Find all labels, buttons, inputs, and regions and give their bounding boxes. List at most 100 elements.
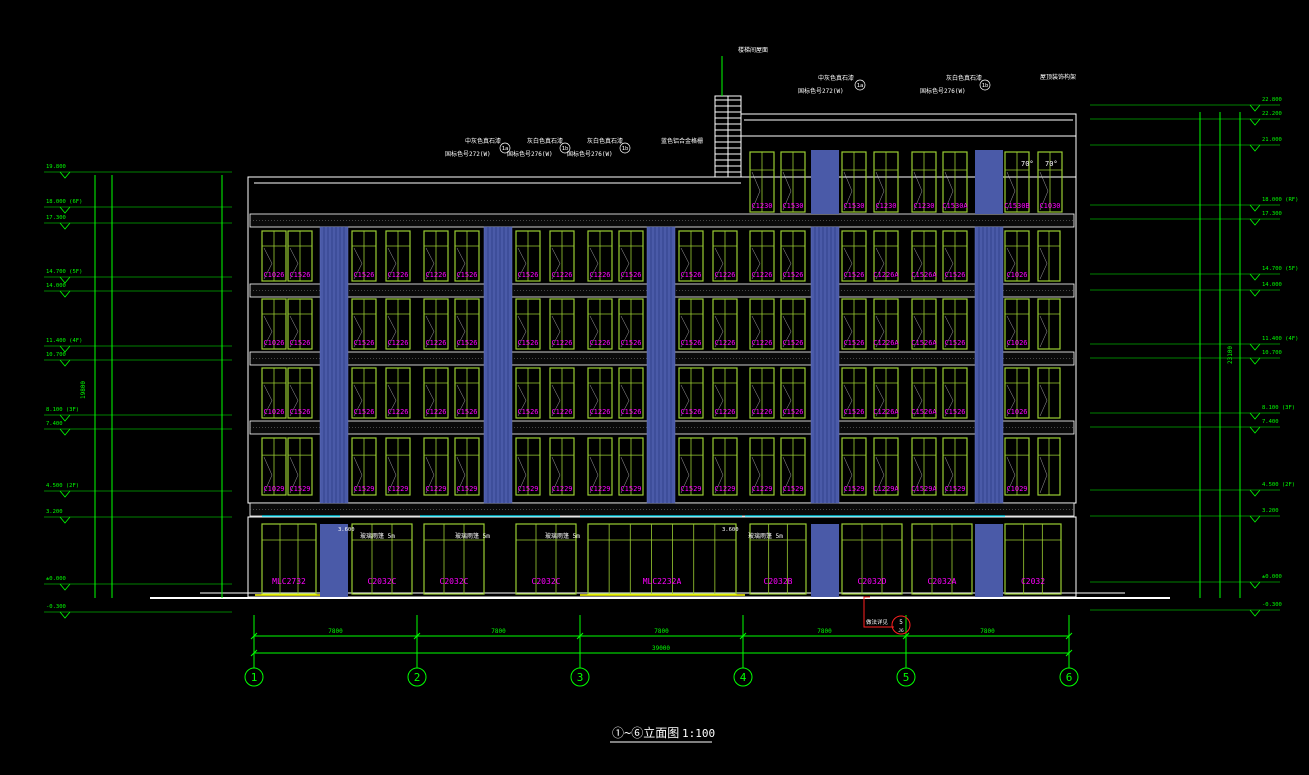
window-tag: C1526 bbox=[944, 339, 965, 347]
window: C1026 bbox=[261, 230, 287, 282]
right-elevation-label: 3.200 bbox=[1262, 508, 1279, 514]
window-tag: C1226 bbox=[551, 408, 572, 416]
window: C1526 bbox=[454, 367, 480, 419]
window: C1526 bbox=[942, 298, 968, 350]
window-opening-mark bbox=[1006, 315, 1016, 348]
window-opening-mark bbox=[680, 457, 690, 494]
window-tag: C1526 bbox=[456, 271, 477, 279]
window-opening-mark bbox=[289, 457, 299, 494]
detail-tag-text: 1b bbox=[562, 146, 569, 152]
window-tag: C1026 bbox=[263, 408, 284, 416]
window-tag: C1226 bbox=[551, 271, 572, 279]
window: C1526 bbox=[780, 298, 806, 350]
window-tag: C1226 bbox=[751, 408, 772, 416]
grille-column bbox=[646, 226, 676, 504]
storefront: C2032A bbox=[911, 523, 973, 595]
window-opening-mark bbox=[517, 384, 527, 417]
window: C1226 bbox=[587, 298, 613, 350]
window-opening-mark bbox=[751, 247, 761, 280]
right-elevation-label: 14.700 (5F) bbox=[1262, 266, 1298, 272]
window: C1526 bbox=[454, 230, 480, 282]
window-opening-mark bbox=[620, 384, 630, 417]
axis-number: 4 bbox=[740, 671, 747, 684]
annotation-paint-b: 灰白色真石漆 bbox=[946, 74, 982, 82]
window-opening-mark bbox=[714, 247, 724, 280]
window-opening-mark bbox=[353, 315, 363, 348]
detail-callout-sheet: J6 bbox=[898, 628, 904, 634]
window-tag: C1030 bbox=[1039, 202, 1060, 210]
window-tag: C1526 bbox=[620, 339, 641, 347]
window: C1526 bbox=[515, 367, 541, 419]
dim-tick bbox=[250, 632, 258, 640]
level-mark bbox=[59, 414, 71, 422]
window: C1526 bbox=[618, 230, 644, 282]
window-opening-mark bbox=[843, 247, 853, 280]
window-opening-mark bbox=[353, 384, 363, 417]
level-mark-right bbox=[1249, 104, 1261, 112]
window-tag: C1529 bbox=[289, 485, 310, 493]
right-elevation-label: 8.100 (3F) bbox=[1262, 405, 1295, 411]
window-tag: C1229 bbox=[751, 485, 772, 493]
left-elevation-label: 17.300 bbox=[46, 215, 66, 221]
detail-callout-number: 5 bbox=[899, 619, 903, 626]
annotation-paint-b-code: 国标色号276(W) bbox=[920, 87, 966, 95]
window-opening-mark bbox=[289, 384, 299, 417]
window-tag: C1526 bbox=[944, 271, 965, 279]
storefront-tag: C2032C bbox=[440, 577, 469, 586]
window-tag: C1229 bbox=[425, 485, 446, 493]
window: C1529 bbox=[780, 437, 806, 496]
level-mark bbox=[59, 276, 71, 284]
window-tag: C1526 bbox=[782, 408, 803, 416]
window: C1026 bbox=[1004, 367, 1030, 419]
window: C1526 bbox=[618, 367, 644, 419]
grille-column-ground bbox=[320, 524, 348, 597]
level-mark-right bbox=[1249, 515, 1261, 523]
window-tag: C1526 bbox=[843, 271, 864, 279]
window-tag: C1526 bbox=[353, 339, 374, 347]
window-opening-mark bbox=[425, 315, 435, 348]
left-elevation-label: 19.800 bbox=[46, 164, 66, 170]
window-tag: C1526A bbox=[911, 339, 937, 347]
window: C1029 bbox=[261, 437, 287, 496]
window: C1530 bbox=[780, 151, 806, 213]
annotations: 楼梯间屋面中灰色真石漆国标色号272(W)灰白色真石漆国标色号276(W)屋顶装… bbox=[338, 46, 1076, 635]
window-opening-mark bbox=[875, 384, 885, 417]
window: C1229 bbox=[385, 437, 411, 496]
annotation-roof-stair: 楼梯间屋面 bbox=[738, 46, 768, 54]
window-tag: C1229 bbox=[714, 485, 735, 493]
level-mark-right bbox=[1249, 118, 1261, 126]
window-tag: C1529 bbox=[782, 485, 803, 493]
annotation-canopy: 玻璃雨篷 5m bbox=[360, 532, 395, 540]
window-opening-mark bbox=[456, 384, 466, 417]
window: C1226 bbox=[385, 298, 411, 350]
window: C1529 bbox=[841, 437, 867, 496]
window-opening-mark bbox=[551, 457, 561, 494]
left-elevation-label: 8.100 (3F) bbox=[46, 407, 79, 413]
window-opening-mark bbox=[551, 384, 561, 417]
storefront-tag: MLC2732 bbox=[272, 577, 306, 586]
window-tag: C1026 bbox=[263, 339, 284, 347]
right-elevation-label: -0.300 bbox=[1262, 602, 1282, 608]
storefront-tag: C2032C bbox=[368, 577, 397, 586]
level-mark bbox=[59, 611, 71, 619]
axis-bubble bbox=[733, 667, 753, 687]
window: C1026 bbox=[261, 367, 287, 419]
window-tag: C1229 bbox=[387, 485, 408, 493]
level-mark-right bbox=[1249, 273, 1261, 281]
window: C1226 bbox=[749, 367, 775, 419]
level-mark-right bbox=[1249, 218, 1261, 226]
left-elevation-label: 4.500 (2F) bbox=[46, 483, 79, 489]
window-opening-mark bbox=[456, 457, 466, 494]
window bbox=[1037, 367, 1061, 419]
window-tag: C1526 bbox=[782, 271, 803, 279]
window-opening-mark bbox=[680, 315, 690, 348]
annotation-paint-b2-code: 国标色号276(W) bbox=[567, 150, 613, 158]
window-opening-mark bbox=[289, 315, 299, 348]
window-opening-mark bbox=[353, 247, 363, 280]
window-opening-mark bbox=[289, 247, 299, 280]
storefront-tag: MLC2232A bbox=[643, 577, 682, 586]
window: C1230 bbox=[749, 151, 775, 213]
grille-column-top bbox=[975, 150, 1003, 214]
window: C1526 bbox=[351, 230, 377, 282]
